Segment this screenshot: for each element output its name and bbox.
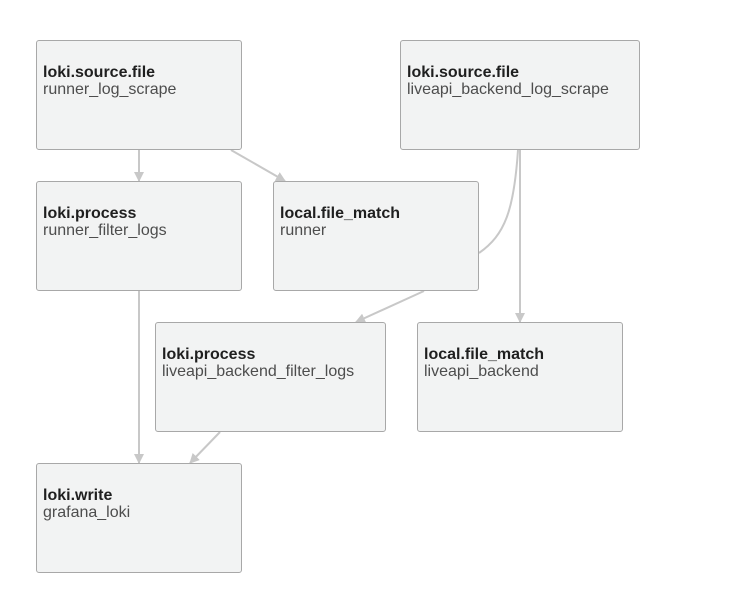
edge-liveapi-scrape-to-liveapi-filter-tail bbox=[355, 290, 425, 323]
node-label: liveapi_backend_filter_logs bbox=[162, 363, 355, 380]
node-label: runner bbox=[280, 222, 327, 239]
node-type: loki.source.file bbox=[407, 64, 520, 81]
node-label: grafana_loki bbox=[43, 504, 131, 521]
edge-liveapi-scrape-to-liveapi-filter bbox=[478, 149, 519, 254]
node-type: loki.process bbox=[162, 346, 256, 363]
node-type: loki.write bbox=[43, 487, 113, 504]
node-runner-log-scrape[interactable]: loki.source.file runner_log_scrape bbox=[36, 40, 242, 150]
node-grafana-loki[interactable]: loki.write grafana_loki bbox=[36, 463, 242, 573]
node-type: local.file_match bbox=[424, 346, 545, 363]
node-type: loki.process bbox=[43, 205, 137, 222]
node-liveapi-backend-file-match[interactable]: local.file_match liveapi_backend bbox=[417, 322, 623, 432]
edge-liveapi-filter-to-loki-write bbox=[189, 431, 221, 464]
node-runner-filter-logs[interactable]: loki.process runner_filter_logs bbox=[36, 181, 242, 291]
node-liveapi-backend-log-scrape[interactable]: loki.source.file liveapi_backend_log_scr… bbox=[400, 40, 640, 150]
node-label: runner_log_scrape bbox=[43, 81, 177, 98]
node-liveapi-backend-filter-logs[interactable]: loki.process liveapi_backend_filter_logs bbox=[155, 322, 386, 432]
edge-runner-scrape-to-runner-match bbox=[230, 149, 286, 182]
node-label: liveapi_backend bbox=[424, 363, 539, 380]
node-type: local.file_match bbox=[280, 205, 401, 222]
node-runner-file-match[interactable]: local.file_match runner bbox=[273, 181, 479, 291]
node-type: loki.source.file bbox=[43, 64, 156, 81]
node-label: runner_filter_logs bbox=[43, 222, 167, 239]
node-label: liveapi_backend_log_scrape bbox=[407, 81, 609, 98]
